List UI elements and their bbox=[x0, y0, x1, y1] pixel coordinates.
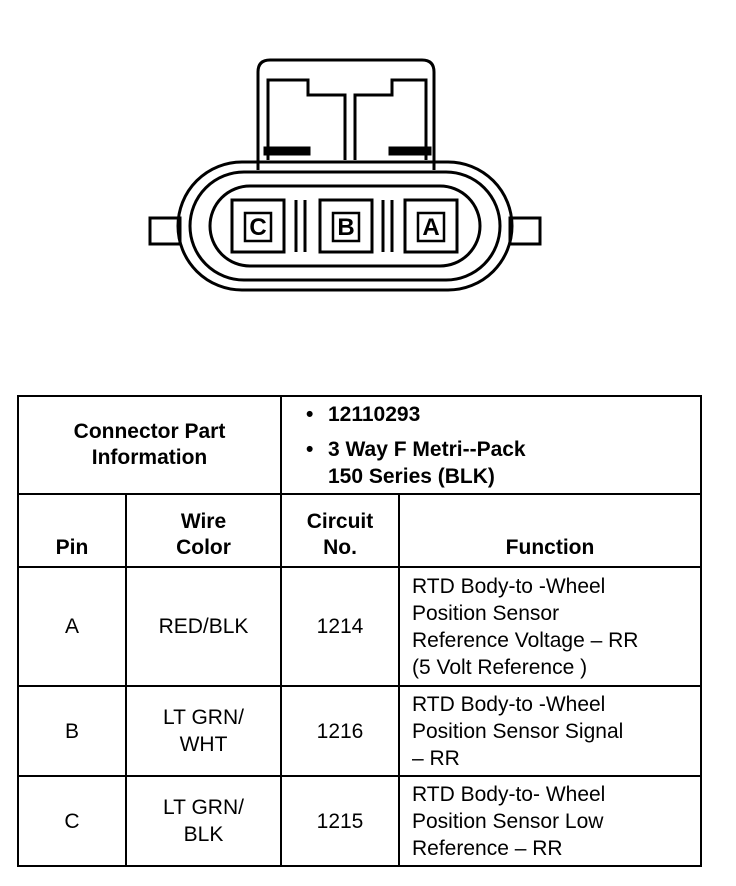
function-line: – RR bbox=[412, 746, 460, 770]
function-line: (5 Volt Reference ) bbox=[412, 655, 588, 679]
column-header-row: Pin Wire Color Circuit No. Function bbox=[17, 493, 702, 568]
header-wire-color-line: Wire bbox=[180, 510, 227, 533]
function-line: Position Sensor bbox=[412, 601, 560, 625]
locking-tab bbox=[256, 58, 436, 170]
wire-color-cell: LT GRN/ BLK bbox=[125, 775, 282, 867]
part-description-item: •3 Way F Metri--Pack 150 Series (BLK) bbox=[306, 437, 526, 488]
part-description-line2: 150 Series (BLK) bbox=[328, 464, 495, 488]
header-function: Function bbox=[398, 493, 702, 568]
function-cell: RTD Body-to -Wheel Position Sensor Signa… bbox=[398, 685, 702, 777]
part-number-item: •12110293 bbox=[306, 402, 421, 426]
cavity-label-a: A bbox=[422, 214, 439, 241]
part-info-values: •12110293 •3 Way F Metri--Pack 150 Serie… bbox=[280, 395, 702, 495]
pin-cell: A bbox=[17, 566, 127, 687]
function-line: Reference – RR bbox=[412, 836, 563, 860]
connector-body-inner bbox=[188, 170, 502, 282]
part-info-label-line: Information bbox=[91, 446, 208, 469]
cavity-label-b: B bbox=[337, 214, 354, 241]
part-info-label: Connector Part Information bbox=[17, 395, 282, 495]
wire-color-line: BLK bbox=[183, 823, 224, 846]
pinout-table: Connector Part Information •12110293 •3 … bbox=[17, 395, 702, 867]
locking-tab-inner bbox=[266, 78, 428, 160]
part-info-label-line: Connector Part bbox=[73, 420, 226, 443]
cavity-label-c: C bbox=[249, 214, 266, 241]
connector-face-diagram: C B A bbox=[148, 58, 542, 292]
left-ear bbox=[148, 216, 182, 246]
function-line: RTD Body-to -Wheel bbox=[412, 692, 606, 716]
header-circuit-line: No. bbox=[323, 536, 357, 559]
function-line: Reference Voltage – RR bbox=[412, 628, 639, 652]
header-pin: Pin bbox=[17, 493, 127, 568]
part-info-row: Connector Part Information •12110293 •3 … bbox=[17, 395, 702, 495]
function-line: RTD Body-to -Wheel bbox=[412, 574, 606, 598]
header-wire-color: Wire Color bbox=[125, 493, 282, 568]
wire-color-cell: RED/BLK bbox=[125, 566, 282, 687]
table-row: B LT GRN/ WHT 1216 RTD Body-to -Wheel Po… bbox=[17, 685, 702, 777]
wire-color-cell: LT GRN/ WHT bbox=[125, 685, 282, 777]
right-ear bbox=[508, 216, 542, 246]
connector-body-outer bbox=[176, 160, 514, 292]
function-line: RTD Body-to- Wheel bbox=[412, 782, 606, 806]
function-line: Position Sensor Low bbox=[412, 809, 604, 833]
circuit-cell: 1214 bbox=[280, 566, 400, 687]
header-wire-color-line: Color bbox=[176, 536, 231, 559]
part-number: 12110293 bbox=[328, 402, 421, 426]
table-row: A RED/BLK 1214 RTD Body-to -Wheel Positi… bbox=[17, 566, 702, 687]
header-circuit: Circuit No. bbox=[280, 493, 400, 568]
table-row: C LT GRN/ BLK 1215 RTD Body-to- Wheel Po… bbox=[17, 775, 702, 867]
cavity-frame bbox=[208, 184, 482, 268]
wire-color-line: LT GRN/ bbox=[163, 796, 244, 819]
part-description-line1: 3 Way F Metri--Pack bbox=[328, 437, 526, 461]
pin-cell: B bbox=[17, 685, 127, 777]
pin-cell: C bbox=[17, 775, 127, 867]
wire-color-line: LT GRN/ bbox=[163, 706, 244, 729]
function-cell: RTD Body-to -Wheel Position Sensor Refer… bbox=[398, 566, 702, 687]
function-line: Position Sensor Signal bbox=[412, 719, 624, 743]
wire-color-line: RED/BLK bbox=[158, 615, 249, 638]
function-cell: RTD Body-to- Wheel Position Sensor Low R… bbox=[398, 775, 702, 867]
header-circuit-line: Circuit bbox=[306, 510, 374, 533]
circuit-cell: 1216 bbox=[280, 685, 400, 777]
circuit-cell: 1215 bbox=[280, 775, 400, 867]
wire-color-line: WHT bbox=[179, 733, 228, 756]
